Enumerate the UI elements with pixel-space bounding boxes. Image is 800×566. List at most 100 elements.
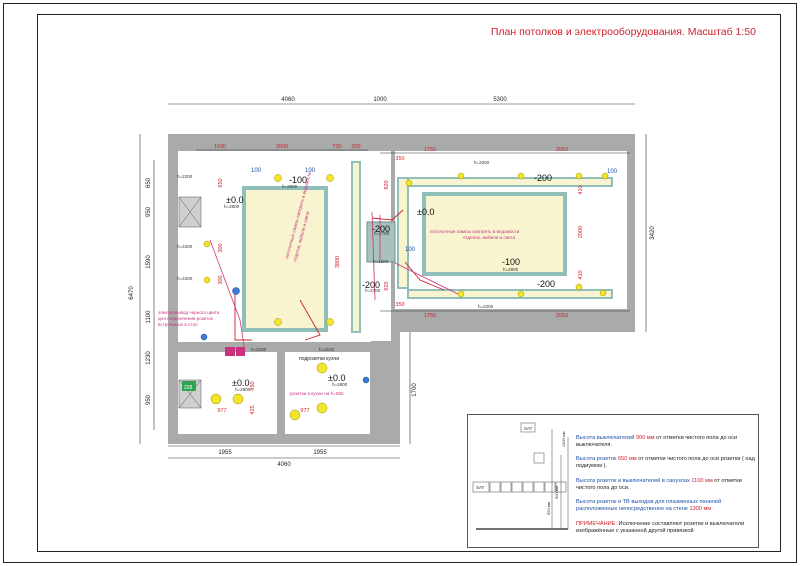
note-lamps-bedroom-2: отделок, мебели и света (463, 235, 515, 240)
lamp (210, 393, 222, 405)
dim-top-3: 5300 (493, 97, 507, 103)
h-label-1: h=2200 (177, 174, 193, 179)
dim-left-6: 950 (146, 394, 152, 405)
dim-right-total: 3420 (650, 226, 656, 240)
legend-line-bathroom: Высота розеток и выключателей в санузлах… (576, 478, 742, 491)
dim-misc-977a: 977 (217, 408, 226, 414)
dim-bottom-part-1: 1955 (218, 450, 232, 456)
legend-line-socket: Высота розеток 650 мм от отметки чистого… (576, 456, 755, 469)
level-corridor: -200 (362, 280, 380, 290)
dim-inner-100c: 100 (405, 247, 416, 253)
dim-left-3: 1590 (146, 255, 152, 269)
dim-misc-300b: 300 (218, 275, 224, 284)
note-kitchen-h: розетки в кухне на h=550 (290, 391, 344, 396)
dim-room2-bot-1: 1750 (424, 313, 436, 319)
level-kitchen-1: ±0.0 (232, 378, 249, 388)
h-label-10: h=2800 (332, 382, 348, 387)
legend-dim-900: 900 мм (554, 485, 559, 499)
note-electro-out-3: встроенных в стол (158, 322, 198, 327)
ceiling-recess-door (366, 221, 396, 263)
sheet-inner-frame (37, 14, 781, 552)
dim-inner-100d: 100 (607, 169, 618, 175)
dim-top-2: 1000 (373, 97, 387, 103)
lamp (405, 179, 413, 187)
lamps (182, 172, 609, 421)
dim-left-5: 1230 (146, 351, 152, 365)
lamp (274, 318, 282, 326)
h-label-12: h=2700 (365, 288, 381, 293)
dim-misc-850: 850 (250, 381, 256, 390)
level-room2-top: -200 (534, 173, 552, 183)
ceiling-strip-corridor (351, 161, 361, 333)
lamp (289, 409, 301, 421)
dim-misc-300a: 300 (218, 243, 224, 252)
dim-room2-top-2: 2050 (556, 147, 568, 153)
ceiling-panels (242, 161, 613, 333)
ceiling-panel-living (242, 186, 328, 332)
drawing-title: План потолков и электрооборудования. Мас… (490, 26, 756, 38)
level-kitchen-2: ±0.0 (328, 373, 345, 383)
box-label-bg (182, 381, 196, 391)
box-label: 228 (184, 385, 193, 391)
lamp (316, 362, 328, 374)
dim-room2-top-1: 1750 (424, 147, 436, 153)
dim-inner-100b: 100 (305, 168, 316, 174)
dim-room2-bot-2: 2050 (556, 313, 568, 319)
dim-misc-3800: 3800 (335, 256, 341, 268)
lamp (232, 393, 244, 405)
lamp (203, 240, 211, 248)
dim-misc-350a: 350 (395, 156, 404, 162)
lamp (274, 174, 282, 182)
note-electro-out-2: для подключения розеток (158, 316, 214, 321)
lamp (203, 276, 211, 284)
legend-line-switch: Высота выключателей 900 мм от отметки чи… (576, 435, 738, 448)
height-marks: h=2200 h=2200 h=2200 h=2200 h=2200 h=280… (177, 160, 519, 392)
dim-top-1: 4060 (281, 97, 295, 103)
dimension-lines (139, 103, 647, 459)
electro-outlet-box (225, 347, 235, 356)
note-electro-out-1: электровывод черного цвета (158, 310, 220, 315)
lamp (326, 174, 334, 182)
room-kitchen (285, 352, 370, 434)
electro-outlet-box (236, 347, 245, 356)
lamp (601, 172, 609, 180)
lamp (517, 172, 525, 180)
level-room1-ceiling: -100 (289, 175, 307, 185)
note-lamps-bedroom-1: потолочные лампы смотреть в ведомости (430, 229, 520, 234)
dim-left-4: 1100 (146, 310, 152, 324)
socket-marker (362, 376, 370, 384)
lamp (457, 172, 465, 180)
dim-misc-977b: 977 (300, 408, 309, 414)
dim-bottom-part-2: 1955 (313, 450, 327, 456)
legend-dim-1300: 1300 мм (561, 431, 566, 447)
dim-misc-2000: 2000 (578, 226, 584, 238)
level-room1-floor: ±0.0 (226, 195, 243, 205)
dim-left-2: 950 (146, 206, 152, 217)
dim-left-1: 650 (146, 177, 152, 188)
wiring-magenta (209, 211, 461, 353)
h-label-11: h=2700 (374, 231, 390, 236)
socket-marker (232, 287, 240, 295)
legend-line-tv: Высота розеток и ТВ выходов для плазменн… (576, 499, 722, 512)
level-room2-bottom: -200 (537, 279, 555, 289)
h-label-13: h=1500 (373, 259, 389, 264)
legend-sat-label-1: SAT (524, 426, 533, 431)
h-label-5: h=2200 (478, 304, 494, 309)
dim-misc-625: 625 (384, 281, 390, 290)
legend-dim-650: 650 мм (546, 501, 551, 515)
ceiling-panel-bedroom (422, 192, 567, 276)
dim-misc-325: 650 (218, 178, 224, 187)
lamp (575, 283, 583, 291)
legend-drawing: SAT SAT 1300 мм 900 мм 650 мм (472, 422, 569, 530)
h-label-3: h=2200 (177, 276, 193, 281)
legend-sat-label-2: SAT (476, 485, 485, 490)
legend-panel: SAT SAT 1300 мм 900 мм 650 мм Высота вык… (467, 414, 759, 548)
dim-room1-2: 2000 (276, 144, 288, 150)
legend-socket (533, 452, 545, 464)
ceiling-strip-bedroom-top (407, 177, 613, 187)
dim-right-small: 1700 (412, 383, 418, 397)
h-label-4: h=2200 (474, 160, 490, 165)
h-label-15: h=2100 (319, 347, 335, 352)
lamp (599, 289, 607, 297)
